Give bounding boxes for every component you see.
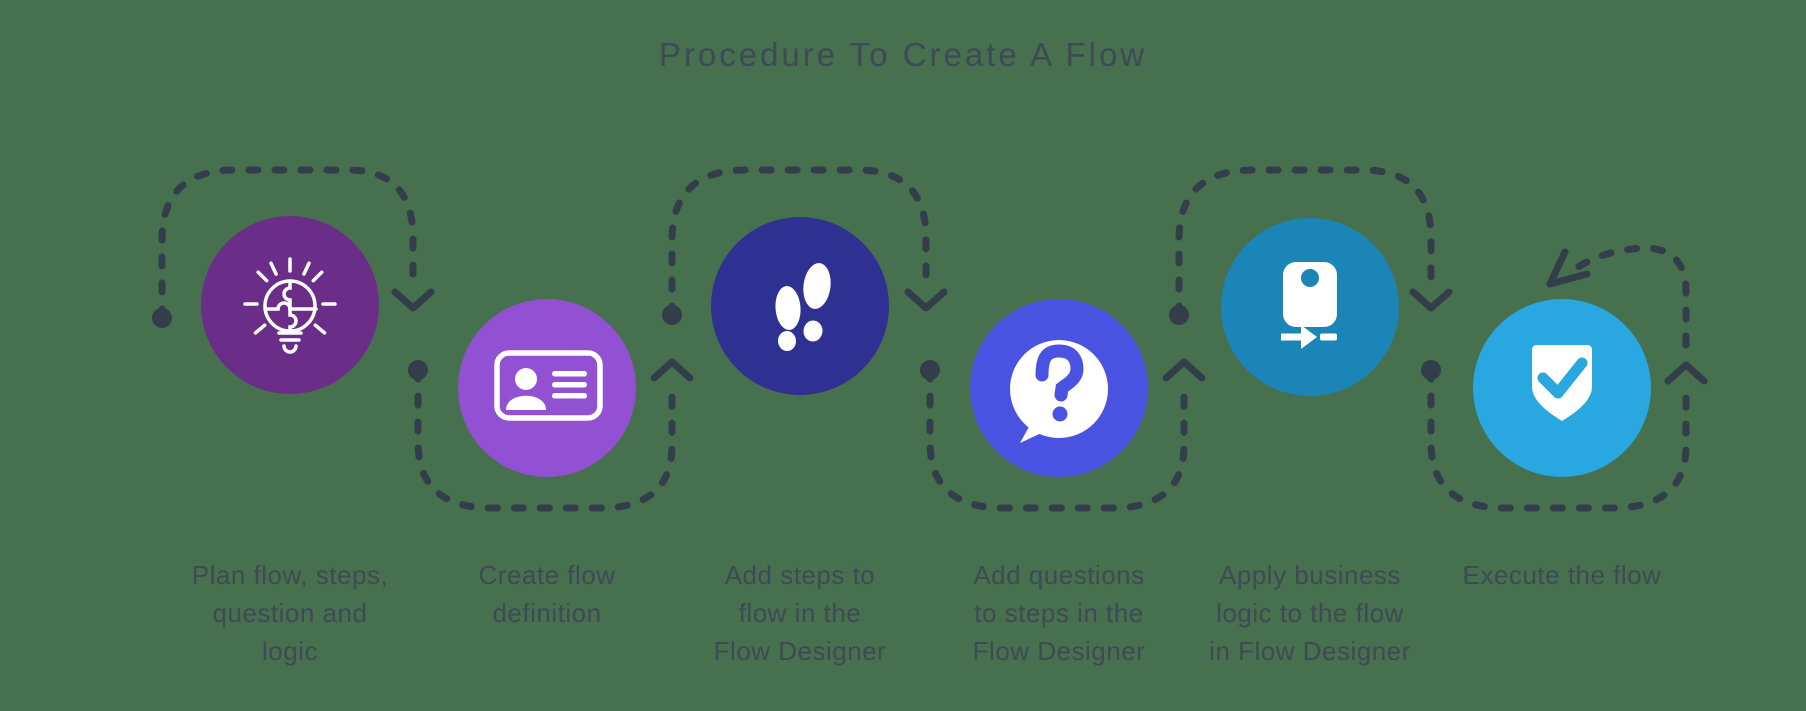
- chevron-down-icon: [391, 288, 435, 312]
- card-arrow-icon: [1281, 262, 1337, 349]
- connector-4-path: [926, 366, 1188, 512]
- label-line: to steps in the: [974, 598, 1144, 628]
- step-circle-apply-logic: [1221, 218, 1399, 396]
- chevron-down-icon: [1409, 288, 1453, 312]
- label-line: Plan flow, steps,: [191, 560, 389, 590]
- label-line: Execute the flow: [1462, 560, 1662, 590]
- step-label-plan: Plan flow, steps, question and logic: [140, 556, 440, 670]
- step-circle-create-definition: [458, 299, 636, 477]
- lightbulb-puzzle-icon: [243, 257, 337, 354]
- shield-check-icon: [1532, 345, 1592, 421]
- step-circle-plan: [201, 216, 379, 394]
- label-line: flow in the: [738, 598, 862, 628]
- step-circle-execute: [1473, 299, 1651, 477]
- connector-5-path: [1175, 166, 1435, 319]
- step-label-add-questions: Add questions to steps in the Flow Desig…: [909, 556, 1209, 670]
- step-label-add-steps: Add steps to flow in the Flow Designer: [650, 556, 950, 670]
- label-line: question and: [212, 598, 368, 628]
- connector-2-path: [414, 366, 676, 512]
- connector-6-path: [1427, 366, 1690, 512]
- footsteps-icon: [775, 263, 831, 351]
- chevron-up-icon: [1162, 358, 1206, 382]
- path-start-dot: [152, 308, 172, 328]
- chevron-up-icon: [650, 358, 694, 382]
- path-start-dot: [920, 360, 940, 380]
- path-start-dot: [1169, 305, 1189, 325]
- label-line: Create flow: [478, 560, 616, 590]
- question-bubble-icon: [1010, 340, 1108, 443]
- label-line: Apply business: [1219, 560, 1401, 590]
- path-start-dot: [1421, 360, 1441, 380]
- label-line: definition: [492, 598, 602, 628]
- path-start-dot: [408, 360, 428, 380]
- diagram-title: Procedure To Create A Flow: [658, 36, 1148, 73]
- path-start-dot: [662, 305, 682, 325]
- step-circle-add-questions: [970, 299, 1148, 477]
- chevron-up-icon: [1664, 361, 1708, 385]
- label-line: Flow Designer: [713, 636, 887, 666]
- label-line: logic to the flow: [1216, 598, 1404, 628]
- step-label-execute: Execute the flow: [1412, 556, 1712, 594]
- connector-3-path: [668, 166, 930, 319]
- label-line: Flow Designer: [972, 636, 1146, 666]
- id-card-icon: [494, 350, 603, 421]
- step-label-create-definition: Create flow definition: [397, 556, 697, 632]
- label-line: logic: [262, 636, 318, 666]
- chevron-down-icon: [904, 288, 948, 312]
- connector-1-path: [158, 166, 417, 322]
- loop-arrowhead-icon: [1546, 248, 1591, 288]
- label-line: in Flow Designer: [1209, 636, 1411, 666]
- step-circle-add-steps: [711, 217, 889, 395]
- label-line: Add questions: [973, 560, 1145, 590]
- step-label-apply-logic: Apply business logic to the flow in Flow…: [1160, 556, 1460, 670]
- label-line: Add steps to: [724, 560, 876, 590]
